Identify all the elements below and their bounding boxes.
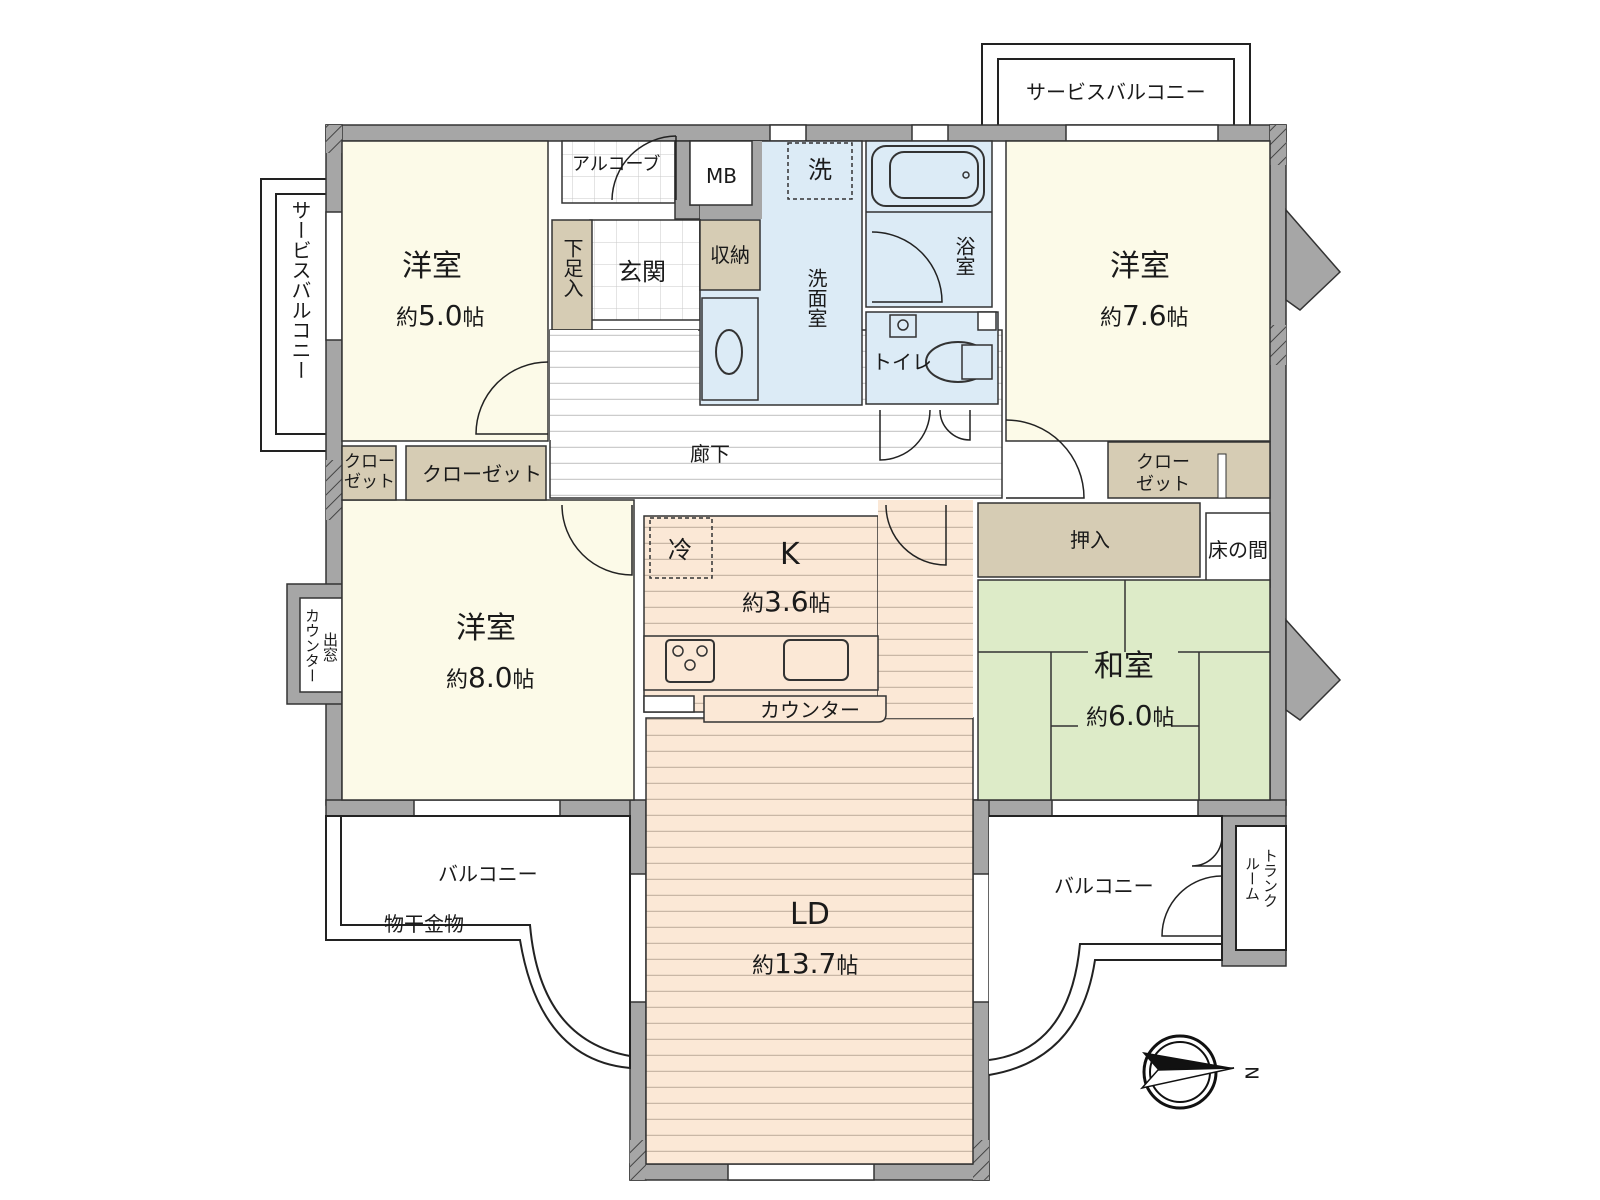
size-unit: 帖 [512,668,535,693]
size-prefix: 約 [446,668,469,693]
balcony-left-label: バルコニー [438,862,538,886]
washer-label: 洗 [808,156,832,184]
storage-label: 収納 [710,243,750,267]
closet-small-left [341,445,397,501]
label-line: クロー [1136,452,1190,473]
mb-label: MB [706,164,737,188]
room-western-nw-name: 洋室 [402,249,462,284]
room-western-ne-name: 洋室 [1110,249,1170,284]
sink-icon [715,329,743,375]
size-value: 6.0 [1108,699,1153,732]
room-washitsu [977,579,1271,801]
size-value: 3.6 [764,585,809,618]
service-balcony-top [981,43,1251,129]
laundry-hardware-label: 物干金物 [384,912,464,936]
size-unit: 帖 [808,592,831,617]
compass-icon [1139,1034,1235,1110]
trunk-room-label-1: トランク [1261,848,1279,908]
bay-window-label: 出窓 [321,632,339,662]
room-western-ne-size: 約7.6帖 [1100,302,1189,330]
room-kitchen-size: 約3.6帖 [742,588,831,616]
size-prefix: 約 [1100,306,1123,331]
tokonoma [1205,512,1271,588]
size-unit: 帖 [462,306,485,331]
counter-bar [703,695,887,723]
toilet-label: トイレ [872,350,932,374]
room-ld-size: 約13.7帖 [752,950,858,978]
trunk-room-label-2: ルーム [1243,856,1261,901]
room-western-w-size: 約8.0帖 [446,664,535,692]
genkan [589,219,701,321]
closet-left-label: クローゼット [422,462,542,486]
closet-ne [1107,441,1271,499]
room-western-nw-size: 約5.0帖 [396,302,485,330]
kitchen-sink-icon [783,639,849,681]
room-western-w [341,499,635,801]
size-value: 7.6 [1122,299,1167,332]
label-line: ゼット [1136,473,1190,495]
hallway-label: 廊下 [690,442,730,466]
stove-icon [665,639,715,683]
size-unit: 帖 [1152,706,1175,731]
label-line: ゼット [344,472,395,493]
size-value: 13.7 [774,947,837,980]
service-balcony-left [260,178,330,452]
fridge-space [649,517,713,579]
balcony-right [988,815,1223,1076]
trunk-room [1235,825,1287,951]
washroom-label: 洗面室 [804,268,828,328]
room-washitsu-name: 和室 [1094,649,1154,684]
washer-space [787,142,853,200]
fridge-label: 冷 [668,536,692,564]
shoe-box [551,219,593,331]
size-unit: 帖 [836,954,859,979]
bathroom-label: 浴室 [952,236,976,276]
tatami-lines [978,580,1270,800]
genkan-label: 玄関 [618,258,666,286]
shoe-box-label: 下足入 [560,238,584,298]
size-prefix: 約 [742,592,765,617]
oshiire-label: 押入 [1070,528,1110,552]
size-prefix: 約 [752,954,775,979]
service-balcony-left-label: サービスバルコニー [288,200,312,380]
north-label: N [1240,1066,1262,1080]
room-ld [645,717,974,1165]
size-prefix: 約 [1086,706,1109,731]
balcony-right-label: バルコニー [1054,874,1154,898]
alcove-label: アルコーブ [572,154,661,175]
room-washitsu-size: 約6.0帖 [1086,702,1175,730]
closet-ne-label: クローゼット [1136,452,1190,495]
bay-window-counter-label: カウンター [303,608,321,683]
room-ld-name: LD [790,897,830,932]
size-unit: 帖 [1166,306,1189,331]
closet-left [405,445,547,501]
size-prefix: 約 [396,306,419,331]
room-western-nw [341,140,549,442]
label-line: クロー [344,452,395,472]
room-western-w-name: 洋室 [456,611,516,646]
size-value: 5.0 [418,299,463,332]
counter-label: カウンター [760,698,860,722]
tokonoma-label: 床の間 [1208,538,1268,562]
closet-small-left-label: クローゼット [344,452,395,493]
service-balcony-top-label: サービスバルコニー [1026,80,1206,104]
oshiire [977,502,1201,578]
doors [475,135,1223,937]
room-kitchen-name: K [780,537,800,572]
room-western-ne [1005,140,1271,442]
size-value: 8.0 [468,661,513,694]
balcony-left [325,815,631,1070]
